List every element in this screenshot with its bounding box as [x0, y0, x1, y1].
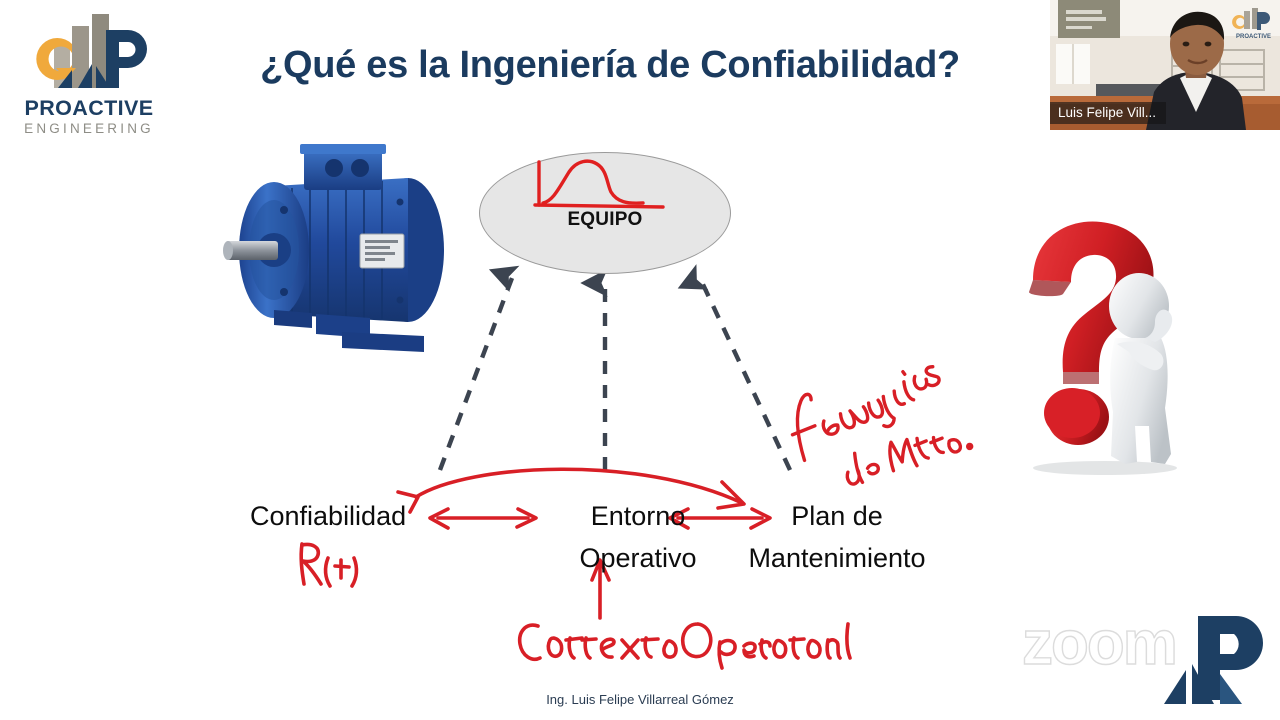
annotation-frecuencias-de-mtto — [790, 365, 974, 486]
node-label-plan-mantenimiento: Plan de Mantenimiento — [732, 495, 942, 579]
electric-motor-image — [212, 142, 460, 362]
equipo-label: EQUIPO — [567, 209, 643, 230]
node-label-entorno-line2: Operativo — [579, 543, 697, 573]
video-feed — [1050, 0, 1280, 130]
node-label-entorno-operativo: Entorno Operativo — [538, 495, 738, 579]
annotation-contexto-operacional — [517, 622, 852, 670]
equipo-node: EQUIPO — [479, 152, 731, 274]
question-mark-graphic-icon — [1005, 212, 1205, 482]
annotation-r-of-t — [299, 542, 359, 588]
node-label-plan-line2: Mantenimiento — [748, 543, 926, 573]
dashed-arrow-plan — [677, 264, 792, 471]
node-label-confiabilidad: Confiabilidad — [250, 501, 407, 531]
participant-video-tile[interactable]: PROACTIVE Luis Felipe Vill... — [1050, 0, 1280, 130]
proactive-logo: PROACTIVE ENGINEERING — [14, 4, 164, 140]
failure-curve-sketch-icon — [533, 159, 665, 209]
participant-name-badge: Luis Felipe Vill... — [1050, 102, 1167, 124]
proactive-logo-mark-icon — [34, 4, 147, 96]
svg-text:PROACTIVE: PROACTIVE — [1236, 34, 1271, 40]
footer-credit: Ing. Luis Felipe Villarreal Gómez — [546, 692, 734, 707]
node-label-plan-line1: Plan de — [791, 501, 883, 531]
node-label-entorno-line1: Entorno — [590, 501, 686, 531]
zoom-watermark: zoom — [1021, 609, 1178, 678]
video-corner-brand-logo-icon: PROACTIVE — [1230, 6, 1272, 42]
page-title: ¿Qué es la Ingeniería de Confiabilidad? — [260, 44, 960, 86]
brand-tagline: ENGINEERING — [24, 121, 154, 136]
brand-wordmark: PROACTIVE — [24, 96, 154, 120]
proactive-p-mark-icon — [1158, 608, 1270, 712]
